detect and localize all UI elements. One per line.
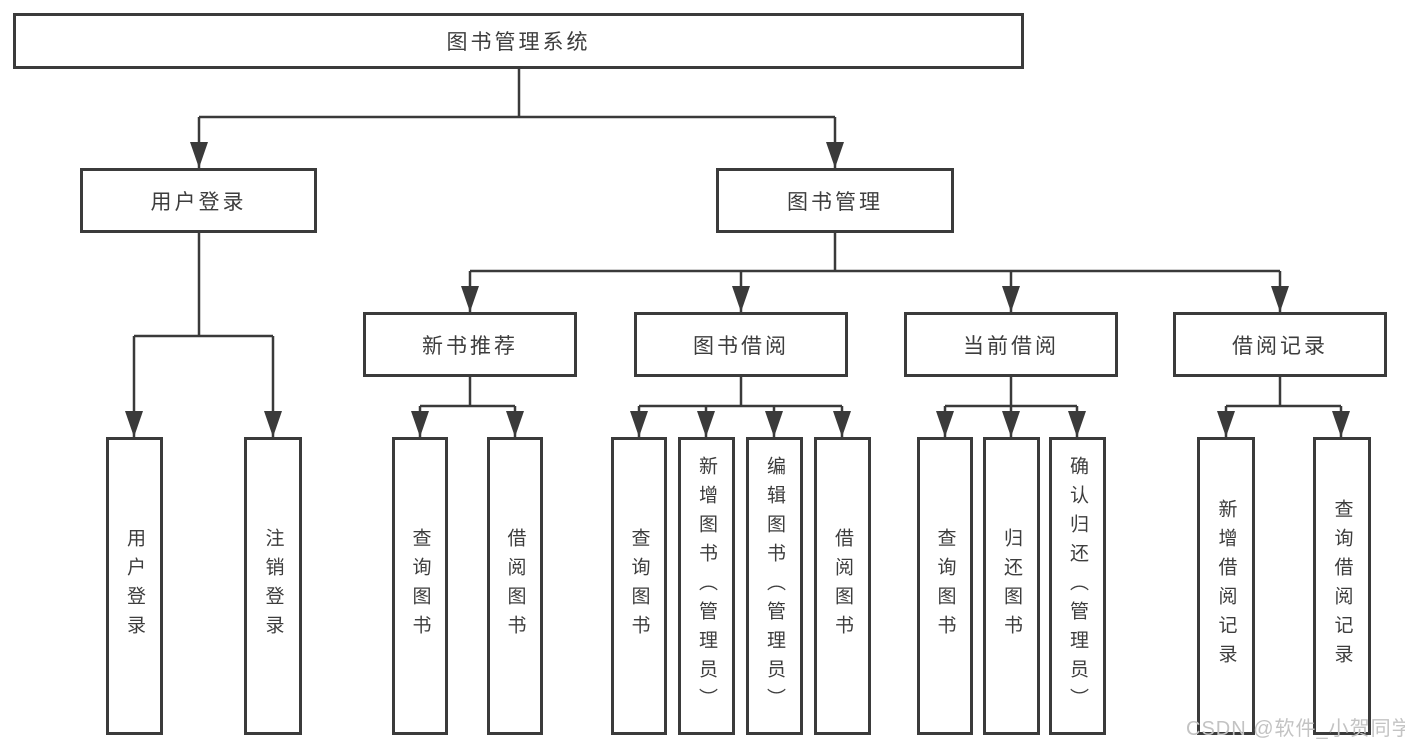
node-current-borrow-label: 当前借阅: [963, 334, 1059, 358]
arrowhead-icon: [1002, 411, 1020, 437]
leaf-borrow-search-books: 查询图书: [611, 437, 667, 735]
leaf-logout-label: 注销登录: [262, 528, 284, 644]
node-new-book-recommend-label: 新书推荐: [422, 334, 518, 358]
leaf-user-login: 用户登录: [106, 437, 163, 735]
arrowhead-icon: [630, 411, 648, 437]
arrowhead-icon: [190, 142, 208, 168]
leaf-recommend-search-books-label: 查询图书: [409, 528, 431, 644]
arrowhead-icon: [1332, 411, 1350, 437]
leaf-return-books: 归还图书: [983, 437, 1040, 735]
leaf-add-books-admin-label: 新增图书（管理员）: [696, 455, 717, 717]
leaf-return-books-label: 归还图书: [1001, 528, 1022, 644]
arrowhead-icon: [1002, 286, 1020, 312]
node-book-borrow-label: 图书借阅: [693, 334, 789, 358]
branch-book-borrow-connector: [630, 377, 851, 437]
node-book-management-label: 图书管理: [787, 190, 883, 214]
node-new-book-recommend: 新书推荐: [363, 312, 577, 377]
leaf-borrow-search-books-label: 查询图书: [628, 528, 650, 644]
leaf-edit-books-admin: 编辑图书（管理员）: [746, 437, 803, 735]
leaf-recommend-search-books: 查询图书: [392, 437, 448, 735]
node-borrow-records-label: 借阅记录: [1232, 334, 1328, 358]
leaf-edit-books-admin-label: 编辑图书（管理员）: [764, 455, 785, 717]
arrowhead-icon: [833, 411, 851, 437]
arrowhead-icon: [411, 411, 429, 437]
node-book-management: 图书管理: [716, 168, 954, 233]
arrowhead-icon: [1068, 411, 1086, 437]
node-user-login: 用户登录: [80, 168, 317, 233]
leaf-current-search-books: 查询图书: [917, 437, 973, 735]
arrowhead-icon: [125, 411, 143, 437]
leaf-confirm-return-admin-label: 确认归还（管理员）: [1067, 455, 1088, 717]
node-root-label: 图书管理系统: [446, 31, 591, 54]
arrowhead-icon: [461, 286, 479, 312]
leaf-user-login-label: 用户登录: [124, 528, 145, 644]
node-book-borrow: 图书借阅: [634, 312, 848, 377]
arrowhead-icon: [506, 411, 524, 437]
leaf-borrow-books-label: 借阅图书: [832, 528, 853, 644]
arrowhead-icon: [264, 411, 282, 437]
branch-borrow-records-connector: [1217, 377, 1350, 437]
node-borrow-records: 借阅记录: [1173, 312, 1387, 377]
leaf-borrow-books: 借阅图书: [814, 437, 871, 735]
leaf-search-borrow-record-label: 查询借阅记录: [1331, 499, 1353, 673]
node-root: 图书管理系统: [13, 13, 1024, 69]
branch-current-borrow-connector: [936, 377, 1086, 437]
leaf-logout: 注销登录: [244, 437, 302, 735]
leaf-add-books-admin: 新增图书（管理员）: [678, 437, 735, 735]
leaf-search-borrow-record: 查询借阅记录: [1313, 437, 1371, 735]
branch-user-login-connector: [125, 233, 282, 437]
leaf-add-borrow-record: 新增借阅记录: [1197, 437, 1255, 735]
arrowhead-icon: [936, 411, 954, 437]
arrowhead-icon: [1271, 286, 1289, 312]
csdn-watermark: CSDN @软件_小贺同学: [1186, 718, 1405, 740]
leaf-add-borrow-record-label: 新增借阅记录: [1215, 499, 1237, 673]
leaf-confirm-return-admin: 确认归还（管理员）: [1049, 437, 1106, 735]
arrowhead-icon: [697, 411, 715, 437]
arrowhead-icon: [765, 411, 783, 437]
leaf-current-search-books-label: 查询图书: [934, 528, 956, 644]
branch-book-management-connector: [461, 233, 1289, 312]
node-user-login-label: 用户登录: [150, 190, 247, 214]
arrowhead-icon: [732, 286, 750, 312]
branch-new-book-recommend-connector: [411, 377, 524, 437]
node-current-borrow: 当前借阅: [904, 312, 1118, 377]
arrowhead-icon: [1217, 411, 1235, 437]
arrowhead-icon: [826, 142, 844, 168]
leaf-recommend-borrow-books-label: 借阅图书: [504, 528, 526, 644]
leaf-recommend-borrow-books: 借阅图书: [487, 437, 543, 735]
branch-root-connector: [190, 69, 844, 168]
